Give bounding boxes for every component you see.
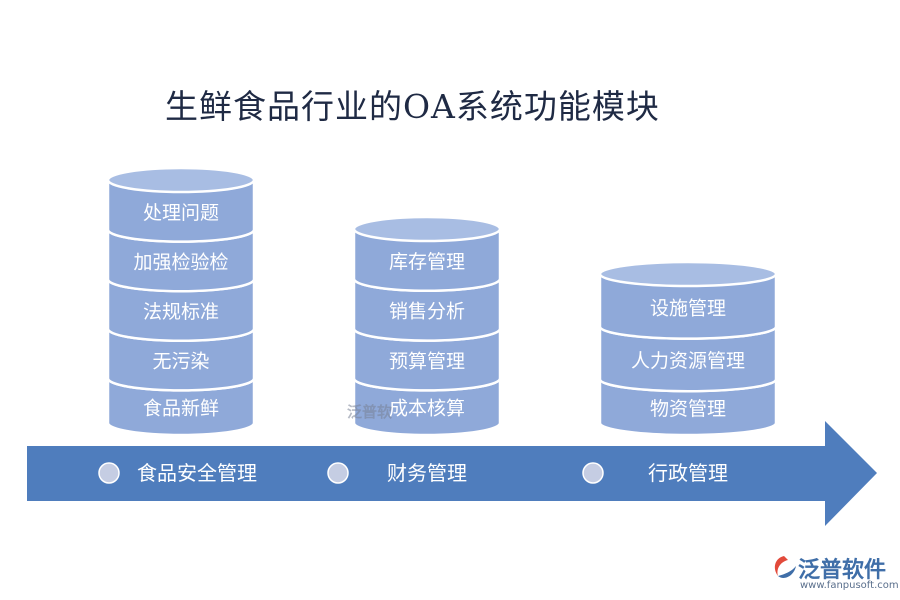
cylinder-cap [106,166,256,194]
cylinder-segment: 库存管理 [352,215,502,293]
logo-url: www.fanpusoft.com [800,580,899,591]
cylinder-body [106,327,256,392]
watermark-text: 泛普软 [347,403,393,421]
category-labels: 食品安全管理 财务管理 行政管理 [98,461,728,485]
cylinder-cap [352,215,502,243]
cylinder-body [106,228,256,293]
module-item-label: 加强检验检 [133,251,228,273]
category-3: 行政管理 [582,461,728,485]
cylinder-body [352,277,502,342]
module-item-label: 库存管理 [389,251,465,273]
module-item-label: 设施管理 [650,297,726,319]
cylinder-segment: 设施管理 [598,260,778,340]
cylinder-body [106,377,256,437]
category-dot-icon [327,462,349,484]
category-label: 行政管理 [648,461,728,485]
module-item-label: 物资管理 [650,398,726,420]
cylinder-body [598,272,778,340]
module-item-label: 无污染 [152,351,209,373]
cylinder-body [352,327,502,392]
module-item-label: 食品新鲜 [143,398,219,420]
cylinder-body [598,377,778,437]
timeline-arrow [27,421,877,526]
module-item-label: 预算管理 [389,351,465,373]
page-title: 生鲜食品行业的OA系统功能模块 [165,87,660,126]
logo-name: 泛普软件 [798,558,887,583]
cylinder-body [598,325,778,393]
category-label: 食品安全管理 [137,461,257,485]
brand-logo: 泛普软件 www.fanpusoft.com [770,552,899,596]
cylinder-stacks: 食品新鲜无污染法规标准加强检验检处理问题成本核算预算管理销售分析库存管理物资管理… [106,166,778,437]
module-item-label: 法规标准 [143,301,219,323]
module-item-label: 销售分析 [389,301,465,323]
module-item-label: 成本核算 [389,398,465,420]
logo-swoosh-icon [774,556,796,578]
cylinder-stack-1: 食品新鲜 无污染 法规标准 加强检验检 处理问题 [106,166,256,437]
category-1: 食品安全管理 [98,461,257,485]
cylinder-body [352,377,502,437]
cylinder-body [106,178,256,243]
cylinder-body [352,227,502,293]
category-dot-icon [582,462,604,484]
cylinder-segment: 处理问题 [106,166,256,243]
category-2: 财务管理 [327,461,467,485]
category-label: 财务管理 [387,461,467,485]
cylinder-stack-2: 成本核算 预算管理 销售分析 库存管理 [352,215,502,437]
category-dot-icon [98,462,120,484]
module-item-label: 处理问题 [143,202,219,224]
cylinder-body [106,277,256,343]
module-item-label: 人力资源管理 [631,350,745,372]
cylinder-cap [598,260,778,288]
